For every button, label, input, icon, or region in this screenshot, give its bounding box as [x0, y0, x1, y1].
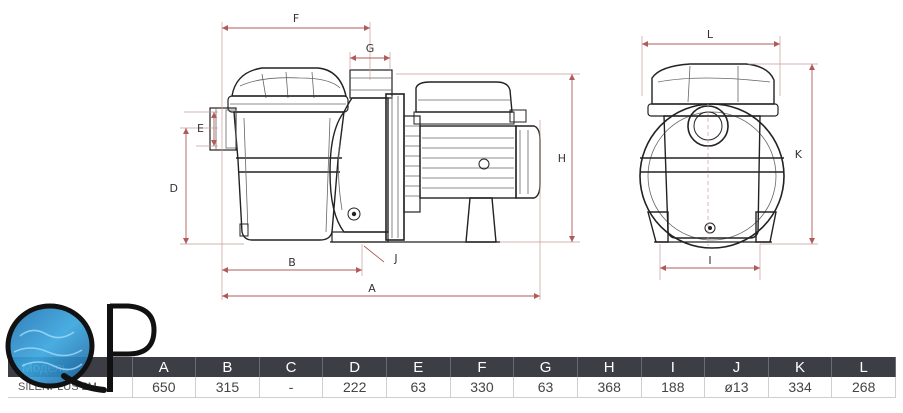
pump-side-view: [209, 67, 541, 243]
table-cell: 330: [450, 377, 515, 398]
pump-front-view: [639, 63, 785, 249]
column-header: B: [195, 357, 260, 377]
dimension-label-h: H: [558, 152, 566, 165]
dimensions-table: Модель A B C D E F G H I J K L SILENPLUS…: [8, 357, 896, 398]
column-header: F: [450, 357, 515, 377]
column-header: I: [641, 357, 706, 377]
column-header: D: [322, 357, 387, 377]
dimension-label-b: B: [288, 256, 296, 269]
column-header: G: [513, 357, 578, 377]
table-cell: 63: [513, 377, 578, 398]
table-cell: 368: [577, 377, 642, 398]
table-cell: 268: [831, 377, 896, 398]
table-cell: 650: [132, 377, 197, 398]
dimension-label-l: L: [707, 28, 714, 41]
table-row: SILENPLUS 2M 650 315 - 222 63 330 63 368…: [8, 377, 896, 398]
column-header: J: [704, 357, 769, 377]
table-cell: -: [259, 377, 324, 398]
dimension-lines: F G H E D B J A L K I: [170, 12, 818, 300]
column-header: E: [386, 357, 451, 377]
column-header: L: [831, 357, 896, 377]
column-header: C: [259, 357, 324, 377]
column-header: H: [577, 357, 642, 377]
table-cell: 334: [768, 377, 833, 398]
dimension-label-f: F: [293, 12, 299, 25]
table-cell: 63: [386, 377, 451, 398]
qp-logo: [5, 303, 157, 393]
table-cell: ø13: [704, 377, 769, 398]
dimension-label-j: J: [393, 252, 397, 265]
table-cell: 315: [195, 377, 260, 398]
table-header-row: Модель A B C D E F G H I J K L: [8, 357, 896, 377]
dimension-label-k: K: [795, 148, 803, 161]
table-cell: 222: [322, 377, 387, 398]
dimension-label-a: A: [368, 282, 376, 295]
dimension-label-g: G: [366, 42, 375, 55]
table-cell: 188: [641, 377, 706, 398]
dimension-label-d: D: [170, 182, 178, 195]
column-header: A: [132, 357, 197, 377]
dimension-label-i: I: [708, 254, 711, 267]
column-header: K: [768, 357, 833, 377]
dimension-label-e: E: [197, 122, 204, 135]
